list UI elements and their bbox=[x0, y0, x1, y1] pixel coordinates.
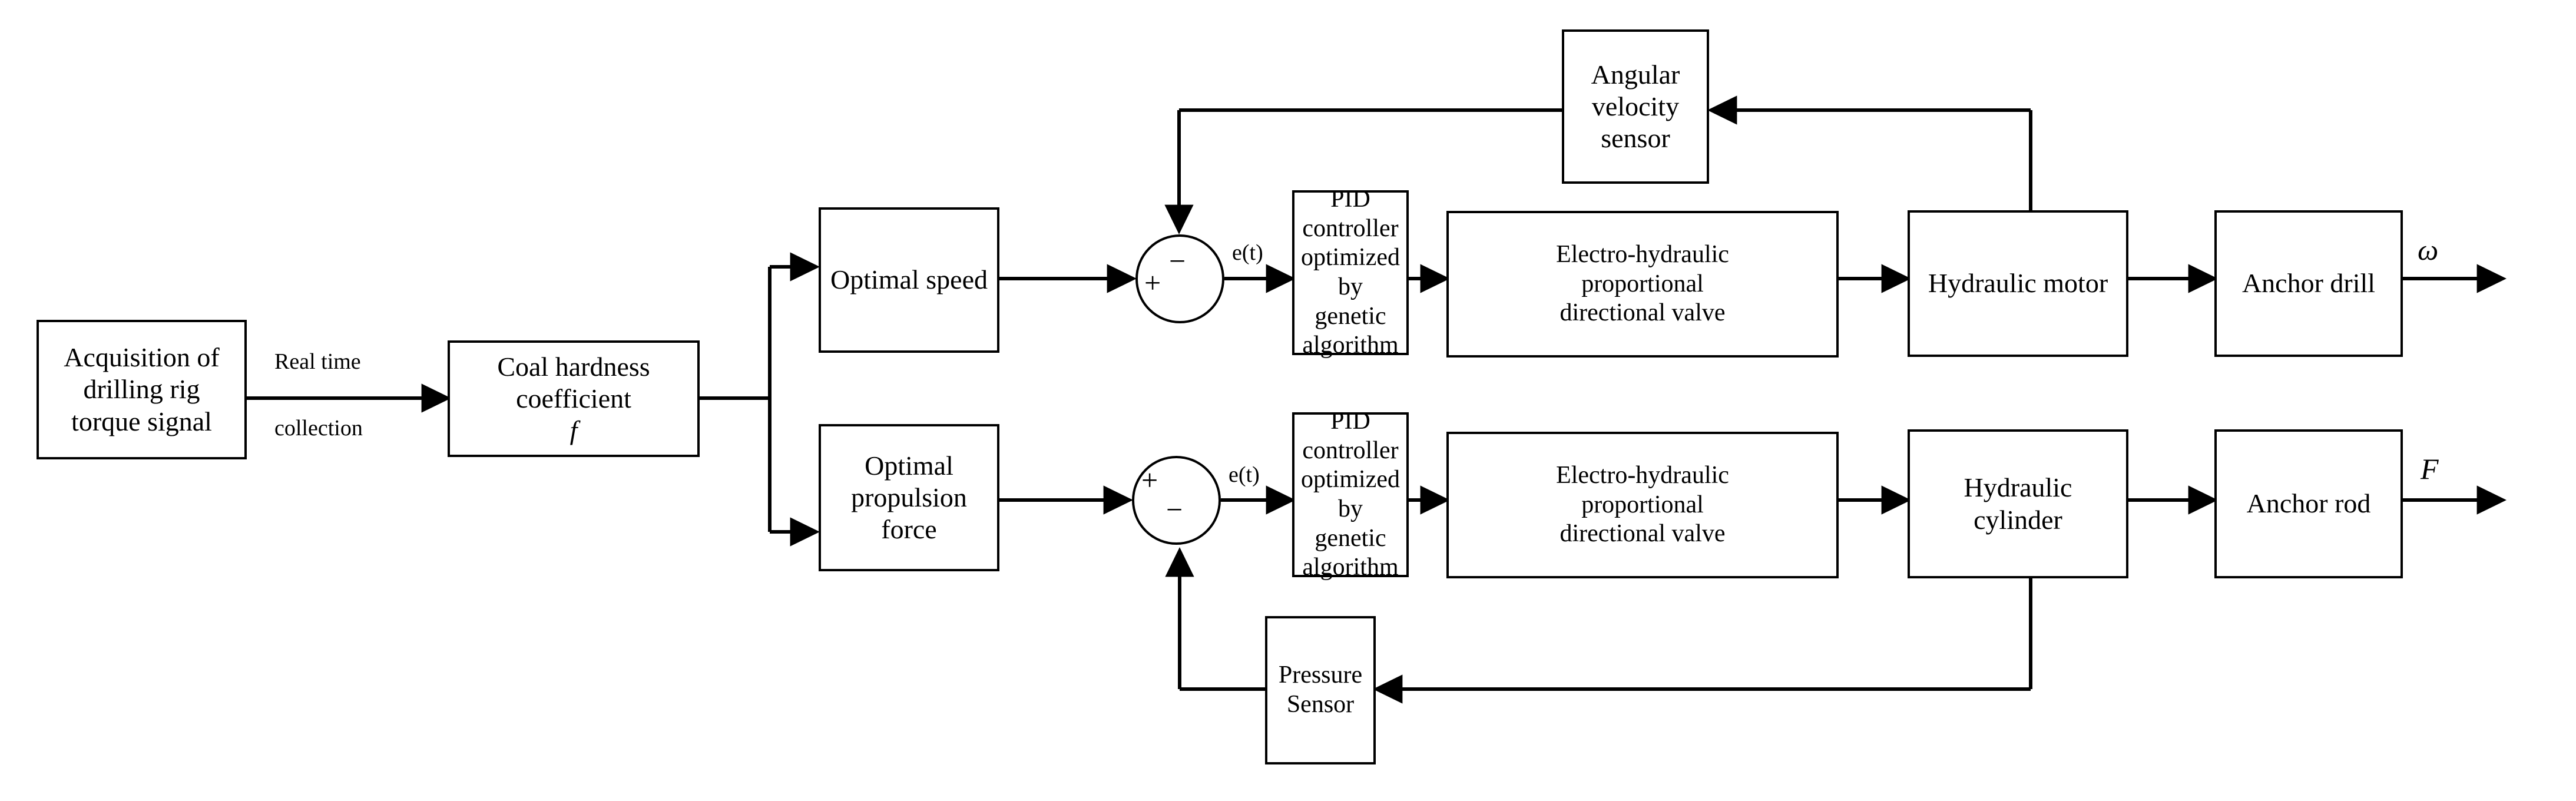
block-hydraulic-motor[interactable]: Hydraulic motor bbox=[1908, 210, 2128, 357]
block-pid-controller-speed[interactable]: PID controller optimized by genetic algo… bbox=[1292, 186, 1409, 359]
edge-label-real-time: Real time bbox=[274, 349, 361, 374]
summing-junction-speed-plus-sign: + bbox=[1144, 266, 1161, 299]
block-anchor-rod[interactable]: Anchor rod bbox=[2214, 429, 2403, 578]
block-valve-force[interactable]: Electro-hydraulic proportional direction… bbox=[1446, 432, 1839, 578]
block-hydraulic-cylinder[interactable]: Hydraulic cylinder bbox=[1908, 429, 2128, 578]
summing-junction-force-minus-sign: − bbox=[1166, 493, 1183, 526]
block-pid-controller-force[interactable]: PID controller optimized by genetic algo… bbox=[1292, 408, 1409, 581]
summing-junction-speed[interactable] bbox=[1135, 234, 1224, 323]
block-pid-controller-force-label: PID controller optimized by genetic algo… bbox=[1301, 408, 1400, 581]
block-coal-hardness-label: Coal hardness coefficient f bbox=[455, 351, 693, 447]
edge-label-collection: collection bbox=[274, 416, 363, 441]
block-coal-hardness[interactable]: Coal hardness coefficient f bbox=[448, 340, 700, 457]
block-pid-controller-speed-label: PID controller optimized by genetic algo… bbox=[1301, 186, 1400, 359]
coal-hardness-text: Coal hardness coefficient bbox=[497, 351, 650, 413]
summing-junction-force[interactable] bbox=[1132, 456, 1221, 545]
block-acquisition-label: Acquisition of drilling rig torque signa… bbox=[64, 342, 220, 436]
block-optimal-propulsion-force-label: Optimal propulsion force bbox=[851, 450, 967, 545]
block-optimal-propulsion-force[interactable]: Optimal propulsion force bbox=[819, 424, 999, 571]
output-label-force: F bbox=[2421, 452, 2439, 485]
block-anchor-drill[interactable]: Anchor drill bbox=[2214, 210, 2403, 357]
block-hydraulic-cylinder-label: Hydraulic cylinder bbox=[1964, 472, 2072, 535]
summing-junction-speed-minus-sign: − bbox=[1169, 244, 1186, 277]
block-valve-force-label: Electro-hydraulic proportional direction… bbox=[1556, 462, 1729, 548]
block-anchor-rod-label: Anchor rod bbox=[2246, 488, 2371, 519]
edge-label-error-force: e(t) bbox=[1229, 462, 1260, 487]
block-angular-velocity-sensor-label: Angular velocity sensor bbox=[1591, 59, 1680, 154]
summing-junction-force-plus-sign: + bbox=[1141, 464, 1158, 497]
output-label-omega: ω bbox=[2418, 233, 2439, 266]
block-pressure-sensor-label: Pressure Sensor bbox=[1278, 661, 1363, 718]
block-pressure-sensor[interactable]: Pressure Sensor bbox=[1265, 616, 1376, 764]
block-valve-speed[interactable]: Electro-hydraulic proportional direction… bbox=[1446, 211, 1839, 358]
edge-label-error-speed: e(t) bbox=[1232, 240, 1263, 265]
block-angular-velocity-sensor[interactable]: Angular velocity sensor bbox=[1562, 29, 1709, 184]
block-hydraulic-motor-label: Hydraulic motor bbox=[1928, 268, 2108, 299]
block-optimal-speed[interactable]: Optimal speed bbox=[819, 207, 999, 353]
coal-hardness-symbol: f bbox=[569, 415, 578, 446]
block-acquisition[interactable]: Acquisition of drilling rig torque signa… bbox=[37, 320, 247, 459]
block-anchor-drill-label: Anchor drill bbox=[2241, 268, 2376, 299]
block-valve-speed-label: Electro-hydraulic proportional direction… bbox=[1556, 241, 1729, 327]
block-optimal-speed-label: Optimal speed bbox=[830, 264, 988, 295]
